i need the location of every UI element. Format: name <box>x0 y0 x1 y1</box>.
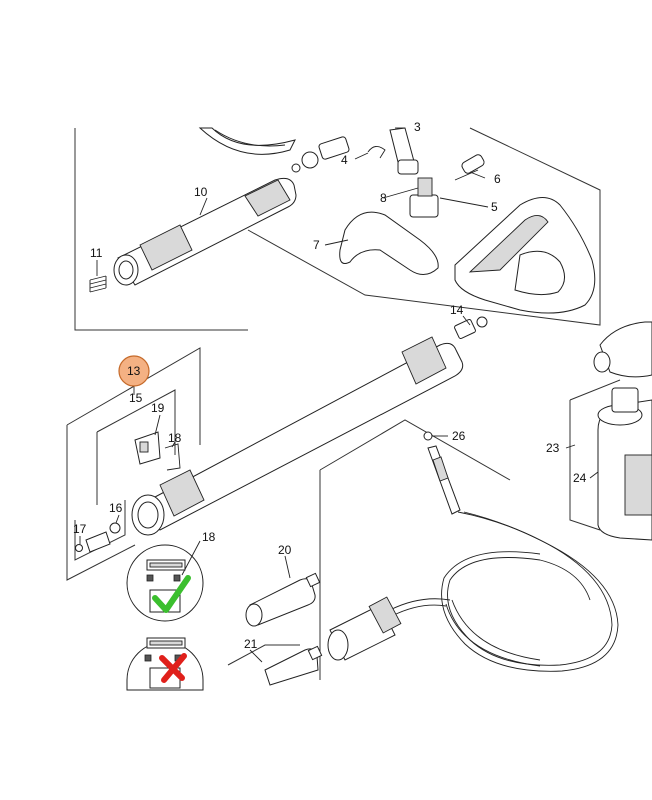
callout-14: 14 <box>450 303 464 317</box>
callout-11: 11 <box>90 246 103 260</box>
foam-bottle <box>593 321 652 541</box>
callout-7: 7 <box>313 238 320 252</box>
callout-21: 21 <box>244 637 258 651</box>
spring <box>89 275 107 293</box>
clip-detail-wrong <box>126 637 204 691</box>
callout-labels: 3 4 5 6 7 8 10 11 13 14 15 16 17 18 18 1… <box>73 120 587 651</box>
nozzle-20 <box>245 572 321 627</box>
callout-17: 17 <box>73 522 87 536</box>
callout-26: 26 <box>452 429 466 443</box>
callout-20: 20 <box>278 543 292 557</box>
callout-10: 10 <box>194 185 208 199</box>
callout-24: 24 <box>573 471 587 485</box>
cross-mark-icon <box>159 653 187 683</box>
callout-8: 8 <box>380 191 387 205</box>
callout-6: 6 <box>494 172 501 186</box>
callout-13-highlight <box>118 355 150 387</box>
callout-18-detail: 18 <box>202 530 216 544</box>
leader-lines <box>79 127 599 663</box>
callout-23: 23 <box>546 441 560 455</box>
callout-13: 13 <box>127 364 141 378</box>
clip-detail-ok <box>126 544 204 622</box>
check-mark-icon <box>152 575 191 613</box>
nozzle-21 <box>264 645 323 686</box>
group-frames <box>66 127 621 680</box>
callout-19: 19 <box>151 401 165 415</box>
top-assembly <box>89 127 596 314</box>
lance-assembly <box>75 316 488 553</box>
hose-assembly <box>327 431 619 672</box>
callout-15: 15 <box>129 391 143 405</box>
callout-3: 3 <box>414 120 421 134</box>
callout-5: 5 <box>491 200 498 214</box>
callout-16: 16 <box>109 501 123 515</box>
callout-18-top: 18 <box>168 431 182 445</box>
callout-4: 4 <box>341 153 348 167</box>
